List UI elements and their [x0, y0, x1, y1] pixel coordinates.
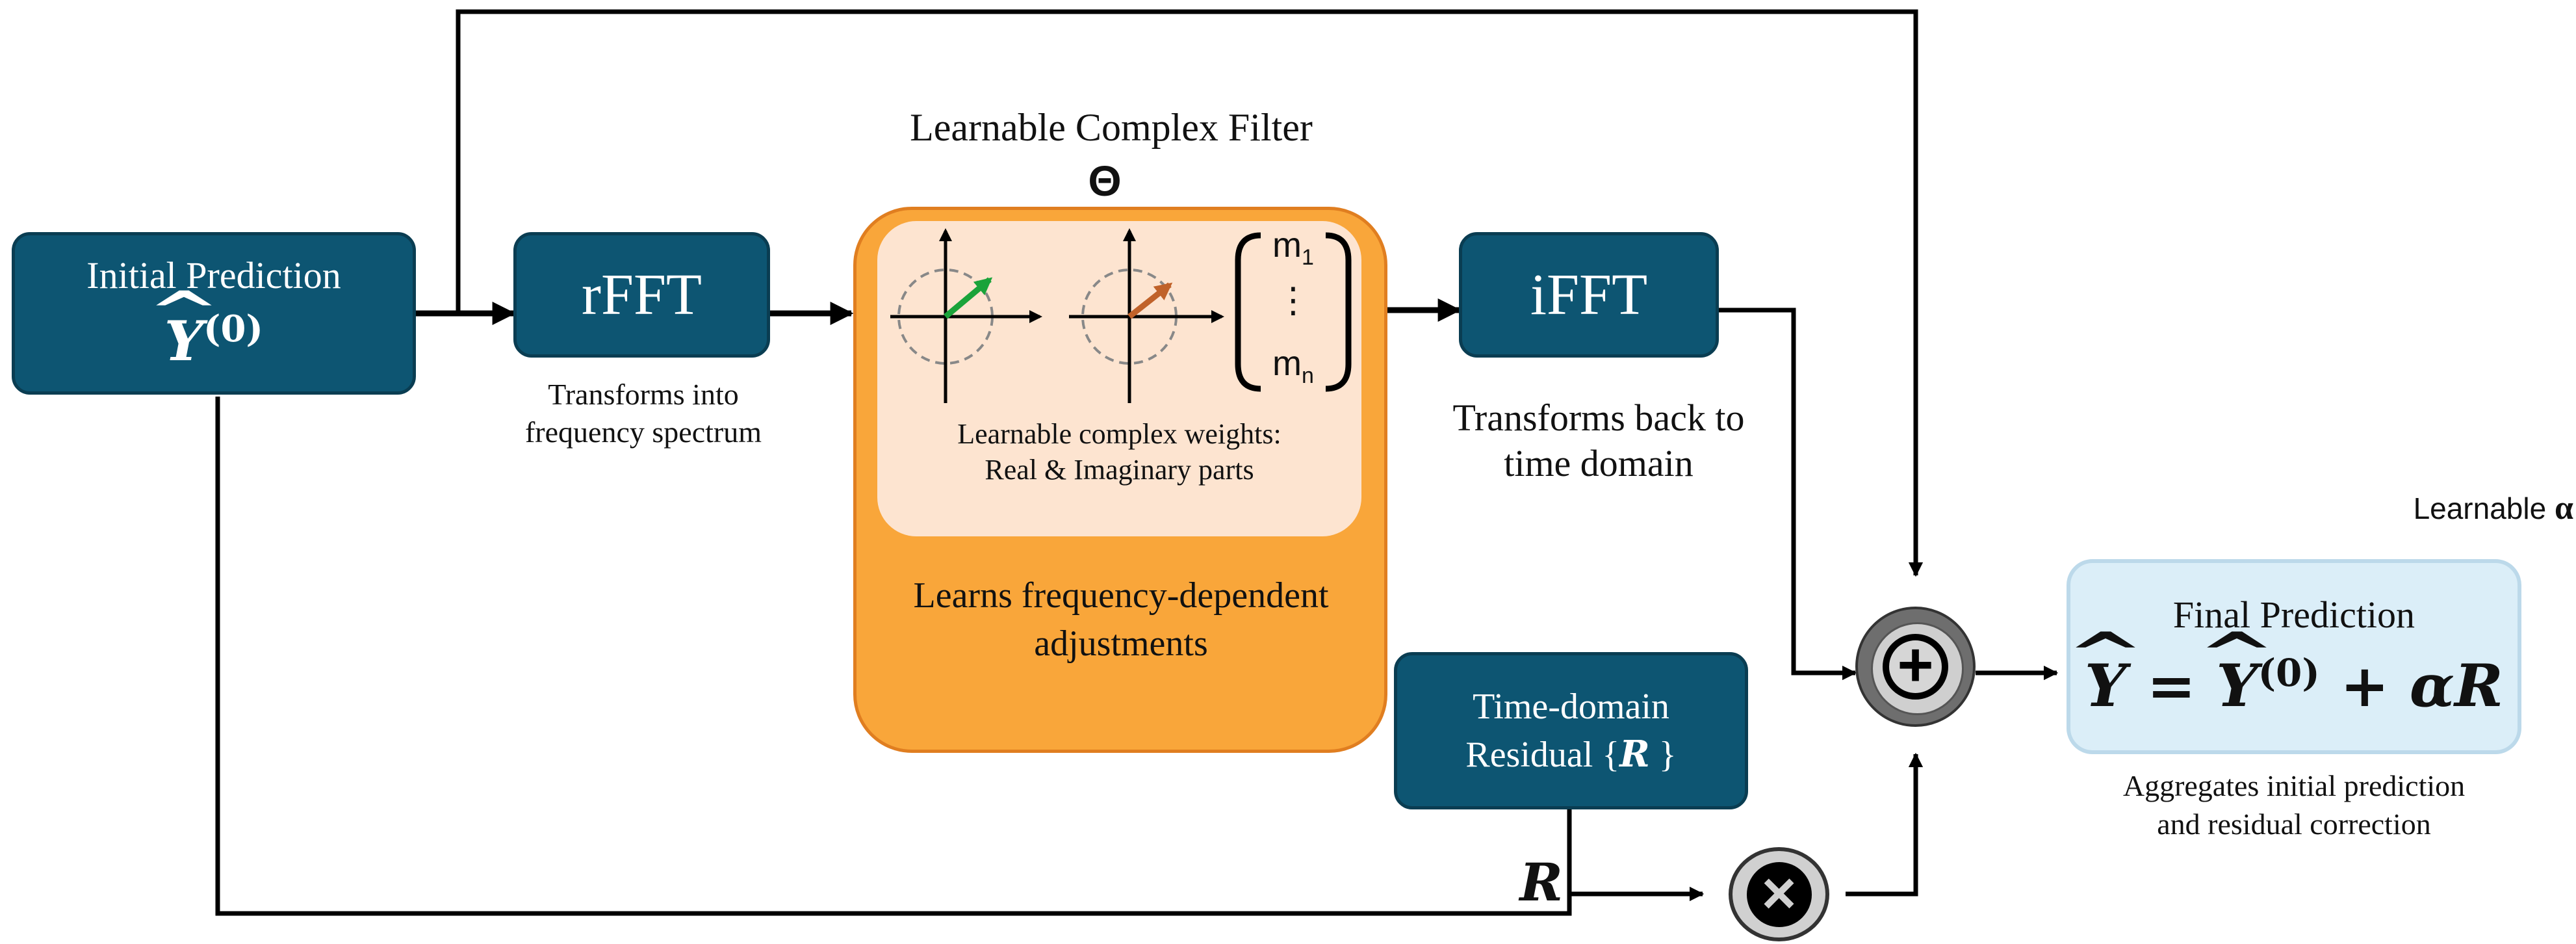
matrix-bottom-entry: mn	[1261, 343, 1326, 389]
matrix-dots: ⋮	[1276, 281, 1311, 320]
matrix-m1-sub: 1	[1302, 244, 1314, 270]
y-hat-symbol: Y	[164, 309, 203, 373]
rfft-caption: Transforms into frequency spectrum	[455, 376, 832, 451]
residual-line1: Time-domain	[1473, 687, 1669, 727]
final-caption: Aggregates initial prediction and residu…	[2034, 767, 2554, 844]
arrow-mult-to-sum	[1846, 752, 1924, 897]
residual-symbol: R	[1619, 733, 1650, 776]
learnable-alpha-label: Learnable α	[2313, 489, 2573, 527]
arrow-initial-to-mult	[215, 397, 1572, 916]
residual-line2: Residual {R }	[1465, 733, 1676, 776]
filter-caption-line2: adjustments	[1034, 623, 1208, 664]
matrix-mn-sub: n	[1302, 363, 1314, 388]
final-equation: Y = Y(0) + αR	[2085, 651, 2503, 720]
sum-node: +	[1855, 607, 1976, 727]
residual-suffix: }	[1649, 735, 1677, 775]
filter-caption-line1: Learns frequency-dependent	[913, 575, 1329, 616]
residual-r-label: R	[1519, 852, 1563, 913]
ifft-caption: Transforms back to time domain	[1410, 395, 1787, 486]
alpha-prefix: Learnable	[2413, 492, 2555, 525]
sum-node-symbol-ring: +	[1883, 629, 1948, 700]
eq-alpha-r: αR	[2409, 651, 2503, 720]
rfft-caption-line1: Transforms into	[548, 378, 739, 411]
matrix-top-entry: m1	[1261, 225, 1326, 270]
weights-line2: Real & Imaginary parts	[985, 454, 1254, 486]
plus-icon: +	[1897, 629, 1934, 700]
ifft-label: iFFT	[1530, 263, 1648, 327]
final-caption-line1: Aggregates initial prediction	[2122, 769, 2466, 802]
arrow-skip-top	[456, 9, 1924, 577]
final-prediction-box: Final Prediction Y = Y(0) + αR	[2067, 559, 2521, 754]
multiply-node: ×	[1729, 847, 1829, 941]
arrow-ifft-to-sum	[1719, 308, 1857, 681]
residual-box: Time-domain Residual {R }	[1394, 652, 1748, 809]
initial-prediction-box: Initial Prediction Y(0)	[12, 232, 416, 395]
times-icon: ×	[1761, 859, 1797, 926]
rfft-box: rFFT	[513, 232, 770, 358]
filter-caption: Learns frequency-dependent adjustments	[858, 572, 1384, 668]
filter-title: Learnable Complex Filter	[910, 106, 1313, 149]
rfft-caption-line2: frequency spectrum	[524, 415, 762, 449]
filter-theta-symbol: Θ	[1088, 157, 1122, 205]
eq-y0-hat: Y	[2216, 651, 2258, 720]
matrix-mn: m	[1272, 344, 1302, 383]
residual-prefix: Residual {	[1465, 735, 1620, 775]
ifft-box: iFFT	[1459, 232, 1719, 358]
final-caption-line2: and residual correction	[2157, 807, 2431, 841]
filter-weights-caption: Learnable complex weights: Real & Imagin…	[881, 416, 1358, 488]
rfft-label: rFFT	[581, 263, 702, 327]
eq-plus: +	[2319, 651, 2410, 720]
multiply-node-disc: ×	[1746, 859, 1812, 927]
weights-line1: Learnable complex weights:	[957, 418, 1282, 450]
ifft-caption-line1: Transforms back to	[1452, 397, 1745, 439]
ifft-caption-line2: time domain	[1504, 441, 1694, 484]
eq-y-hat: Y	[2085, 651, 2126, 720]
alpha-symbol: α	[2554, 490, 2573, 527]
initial-prediction-symbol: Y(0)	[164, 308, 263, 373]
eq-equals: =	[2126, 651, 2217, 720]
matrix-m1: m	[1272, 226, 1302, 265]
